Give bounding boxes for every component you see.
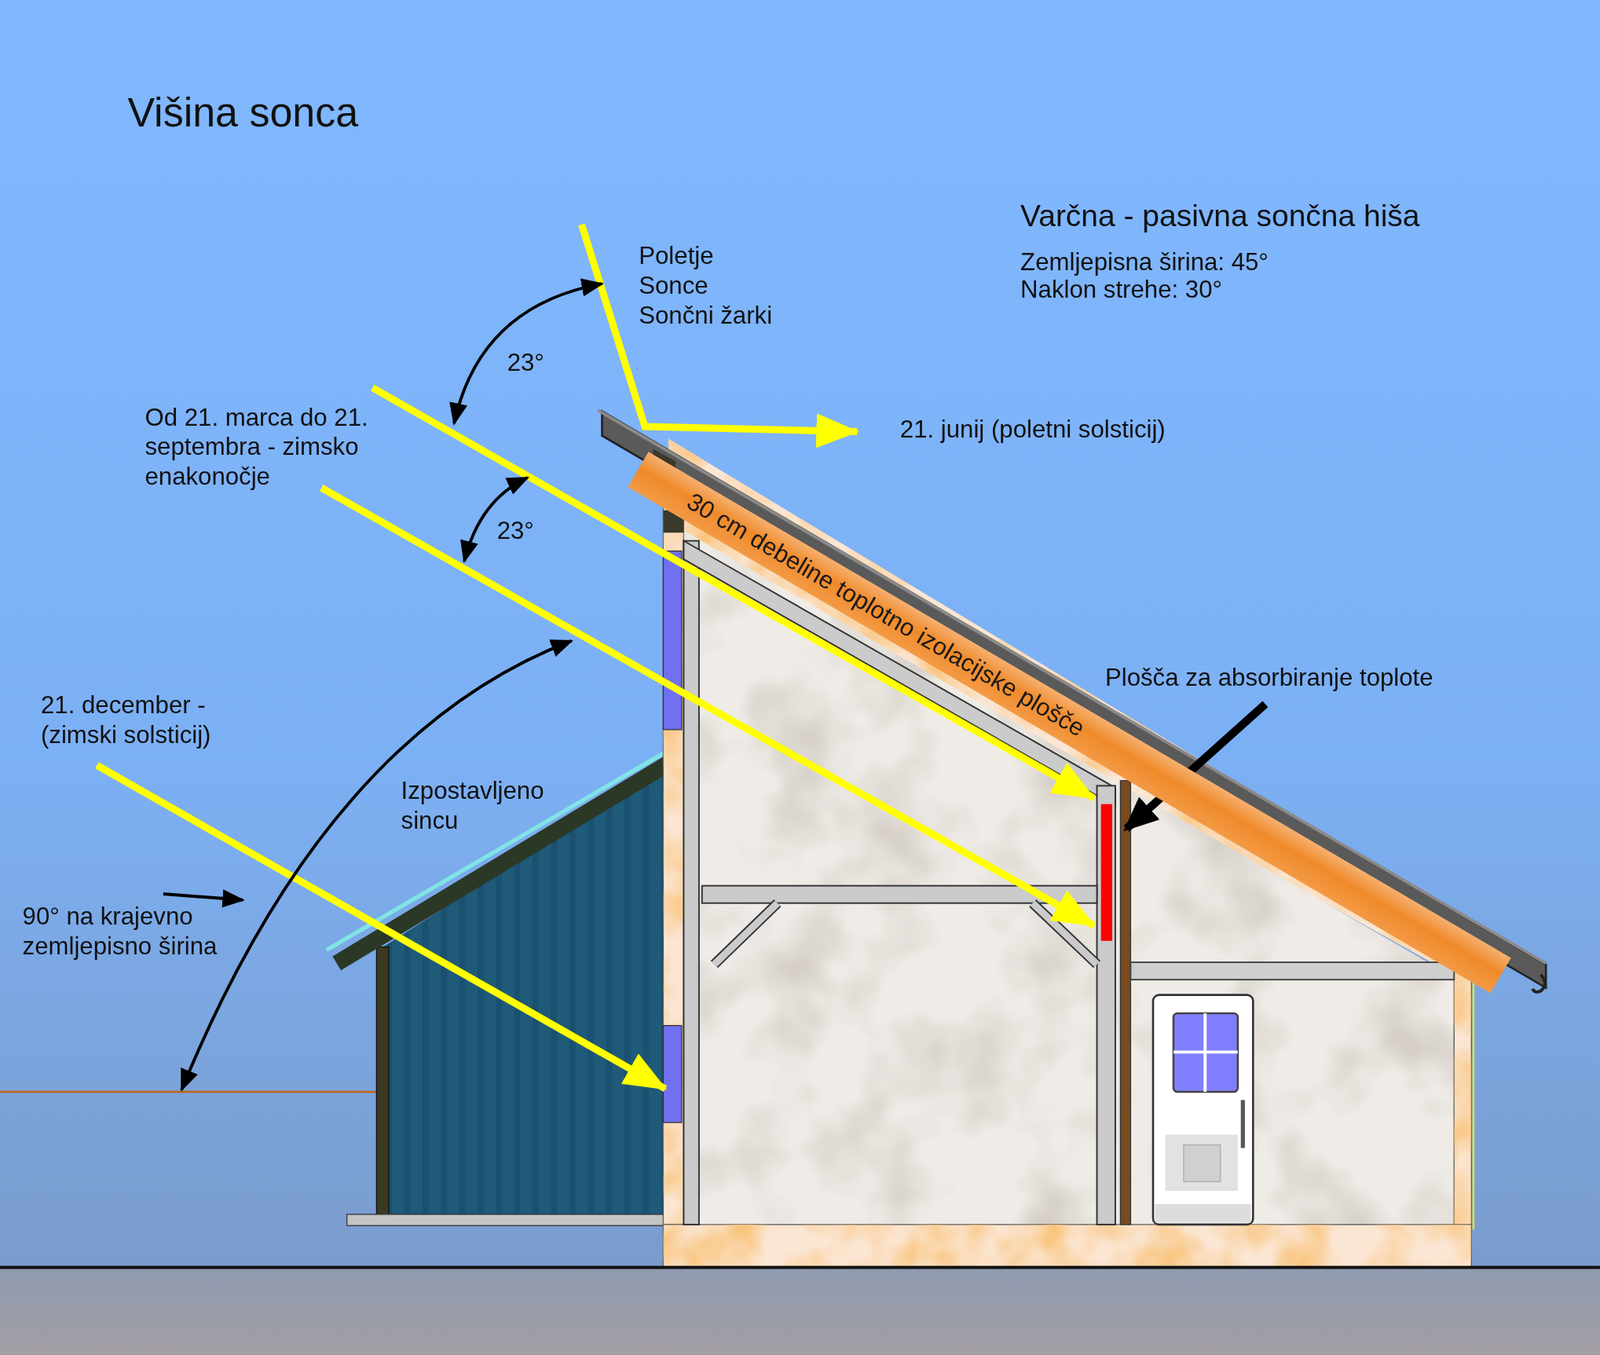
ray-label: Sonce [638,271,708,301]
house [597,410,1546,1267]
absorber-plate [1101,804,1113,941]
season-label: 21. december - (zimski solsticij) [40,690,250,750]
heading: Varčna - pasivna sončna hiša [1020,197,1420,235]
ray-label: Sončni žarki [638,300,773,330]
ground-line [0,1266,1600,1270]
note: Izpostavljeno sincu [401,776,570,836]
angle-label: 23° [507,347,545,378]
angle-label: 23° [497,516,535,546]
greenhouse [326,751,669,1226]
angle-label: 90° na krajevno zemljepisno širina [22,901,253,961]
ray-label: Poletje [638,241,714,271]
note: Naklon strehe: 30° [1020,275,1223,305]
sky [0,0,1600,1267]
season-label: Od 21. marca do 21. septembra - zimsko e… [144,402,400,491]
door [1153,995,1253,1225]
callout-label: Plošča za absorbiranje toplote [1105,662,1434,692]
season-label: 21. junij (poletni solsticij) [900,415,1166,445]
note: Zemljepisna širina: 45° [1020,248,1269,278]
title: Višina sonca [127,87,359,137]
ground [0,1266,1600,1355]
